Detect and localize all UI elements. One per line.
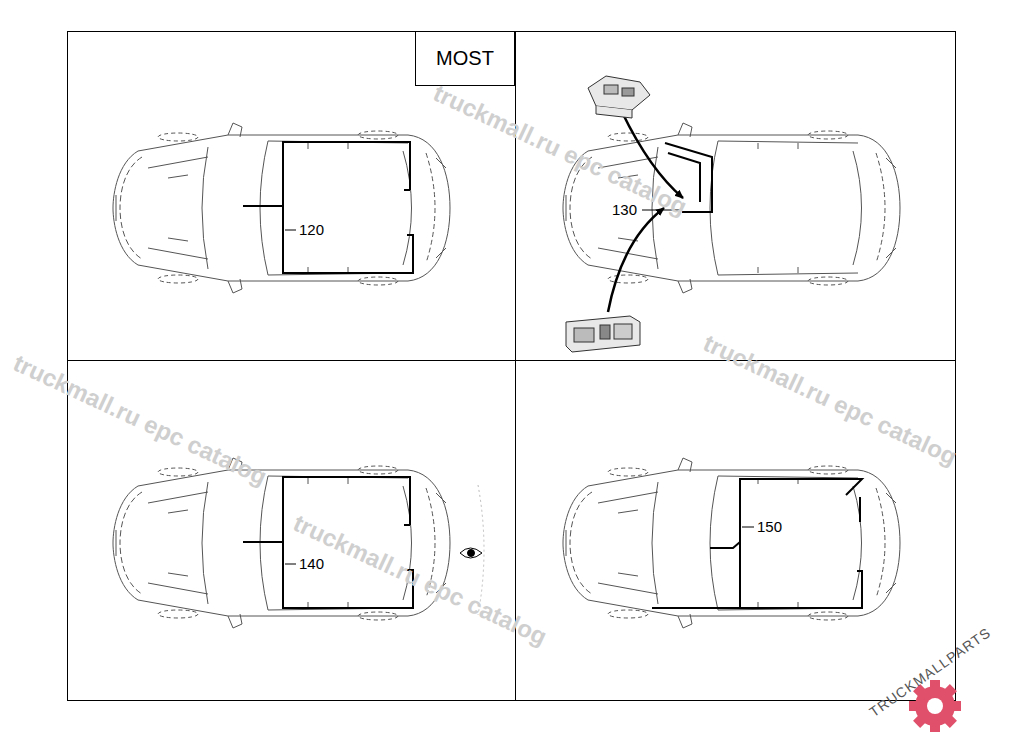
watermark: truckmall.ru epc catalog <box>289 509 551 651</box>
watermark: truckmall.ru epc catalog <box>429 79 691 221</box>
callout-number: 130 <box>610 201 639 219</box>
callout-number: 140 <box>297 555 326 573</box>
title-box: MOST <box>415 31 515 86</box>
watermark: truckmall.ru epc catalog <box>699 329 961 471</box>
callout-number: 150 <box>755 518 784 536</box>
callout-number: 120 <box>297 221 326 239</box>
watermark: truckmall.ru epc catalog <box>9 349 271 491</box>
section-title: MOST <box>436 47 494 70</box>
